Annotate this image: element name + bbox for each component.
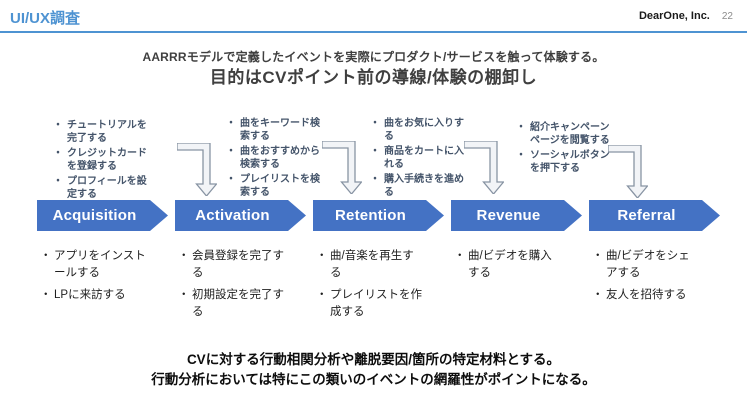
event-item: 曲/ビデオをシェアする xyxy=(592,248,698,283)
event-group-below-activation: 会員登録を完了する 初期設定を完了する xyxy=(178,248,284,325)
funnel-stage-activation: Activation xyxy=(175,200,306,231)
event-group-above-acquisition: チュートリアルを完了する クレジットカードを登録する プロフィールを設定する xyxy=(53,119,151,203)
company-name: DearOne, Inc. xyxy=(638,10,710,22)
stage-label: Activation xyxy=(195,207,270,224)
event-item: プロフィールを設定する xyxy=(53,175,151,201)
intro-headline: 目的はCVポイント前の導線/体験の棚卸し xyxy=(209,68,538,87)
event-group-below-revenue: 曲/ビデオを購入する xyxy=(454,248,560,287)
header-divider xyxy=(0,31,747,33)
event-item: 曲をキーワード検索する xyxy=(226,117,324,143)
event-item: 購入手続きを進める xyxy=(370,173,468,199)
event-item: 紹介キャンペーンページを閲覧する xyxy=(516,121,614,147)
footer-note-line1: CVに対する行動相関分析や離脱要因/箇所の特定材料とする。 xyxy=(186,352,561,367)
stage-label: Retention xyxy=(335,207,406,224)
footer-note: CVに対する行動相関分析や離脱要因/箇所の特定材料とする。 行動分析においては特… xyxy=(0,350,747,389)
event-item: ソーシャルボタンを押下する xyxy=(516,149,614,175)
event-item: LPに来訪する xyxy=(40,287,146,305)
funnel-stage-revenue: Revenue xyxy=(451,200,582,231)
header-meta: DearOne, Inc. 22 xyxy=(639,10,733,22)
elbow-down-arrow-icon xyxy=(608,145,648,198)
event-item: クレジットカードを登録する xyxy=(53,147,151,173)
stage-label: Acquisition xyxy=(52,207,137,224)
page-title: UI/UX調査 xyxy=(10,10,81,27)
funnel-stage-acquisition: Acquisition xyxy=(37,200,168,231)
elbow-down-arrow-icon xyxy=(464,141,504,194)
stage-label: Revenue xyxy=(476,207,541,224)
event-group-above-activation: 曲をキーワード検索する 曲をおすすめから検索する プレイリストを検索する xyxy=(226,117,324,201)
page-number: 22 xyxy=(721,11,733,22)
event-item: チュートリアルを完了する xyxy=(53,119,151,145)
event-item: アプリをインストールする xyxy=(40,248,146,283)
event-group-above-retention: 曲をお気に入りする 商品をカートに入れる 購入手続きを進める xyxy=(370,117,468,201)
elbow-down-arrow-icon xyxy=(322,141,362,194)
event-item: プレイリストを検索する xyxy=(226,173,324,199)
event-item: プレイリストを作成する xyxy=(316,287,422,322)
event-item: 曲/音楽を再生する xyxy=(316,248,422,283)
funnel-stage-referral: Referral xyxy=(589,200,720,231)
event-group-below-referral: 曲/ビデオをシェアする 友人を招待する xyxy=(592,248,698,308)
event-item: 曲をおすすめから検索する xyxy=(226,145,324,171)
event-item: 友人を招待する xyxy=(592,287,698,305)
event-group-above-referral: 紹介キャンペーンページを閲覧する ソーシャルボタンを押下する xyxy=(516,121,614,177)
event-item: 曲をお気に入りする xyxy=(370,117,468,143)
footer-note-line2: 行動分析においては特にこの類いのイベントの網羅性がポイントになる。 xyxy=(151,371,596,387)
event-group-below-retention: 曲/音楽を再生する プレイリストを作成する xyxy=(316,248,422,325)
event-item: 商品をカートに入れる xyxy=(370,145,468,171)
event-item: 会員登録を完了する xyxy=(178,248,284,283)
elbow-down-arrow-icon xyxy=(177,143,217,196)
stage-label: Referral xyxy=(617,207,676,224)
intro-subtitle: AARRRモデルで定義したイベントを実際にプロダクト/サービスを触って体験する。 xyxy=(142,50,605,64)
event-item: 曲/ビデオを購入する xyxy=(454,248,560,283)
event-item: 初期設定を完了する xyxy=(178,287,284,322)
event-group-below-acquisition: アプリをインストールする LPに来訪する xyxy=(40,248,146,308)
funnel-stage-retention: Retention xyxy=(313,200,444,231)
